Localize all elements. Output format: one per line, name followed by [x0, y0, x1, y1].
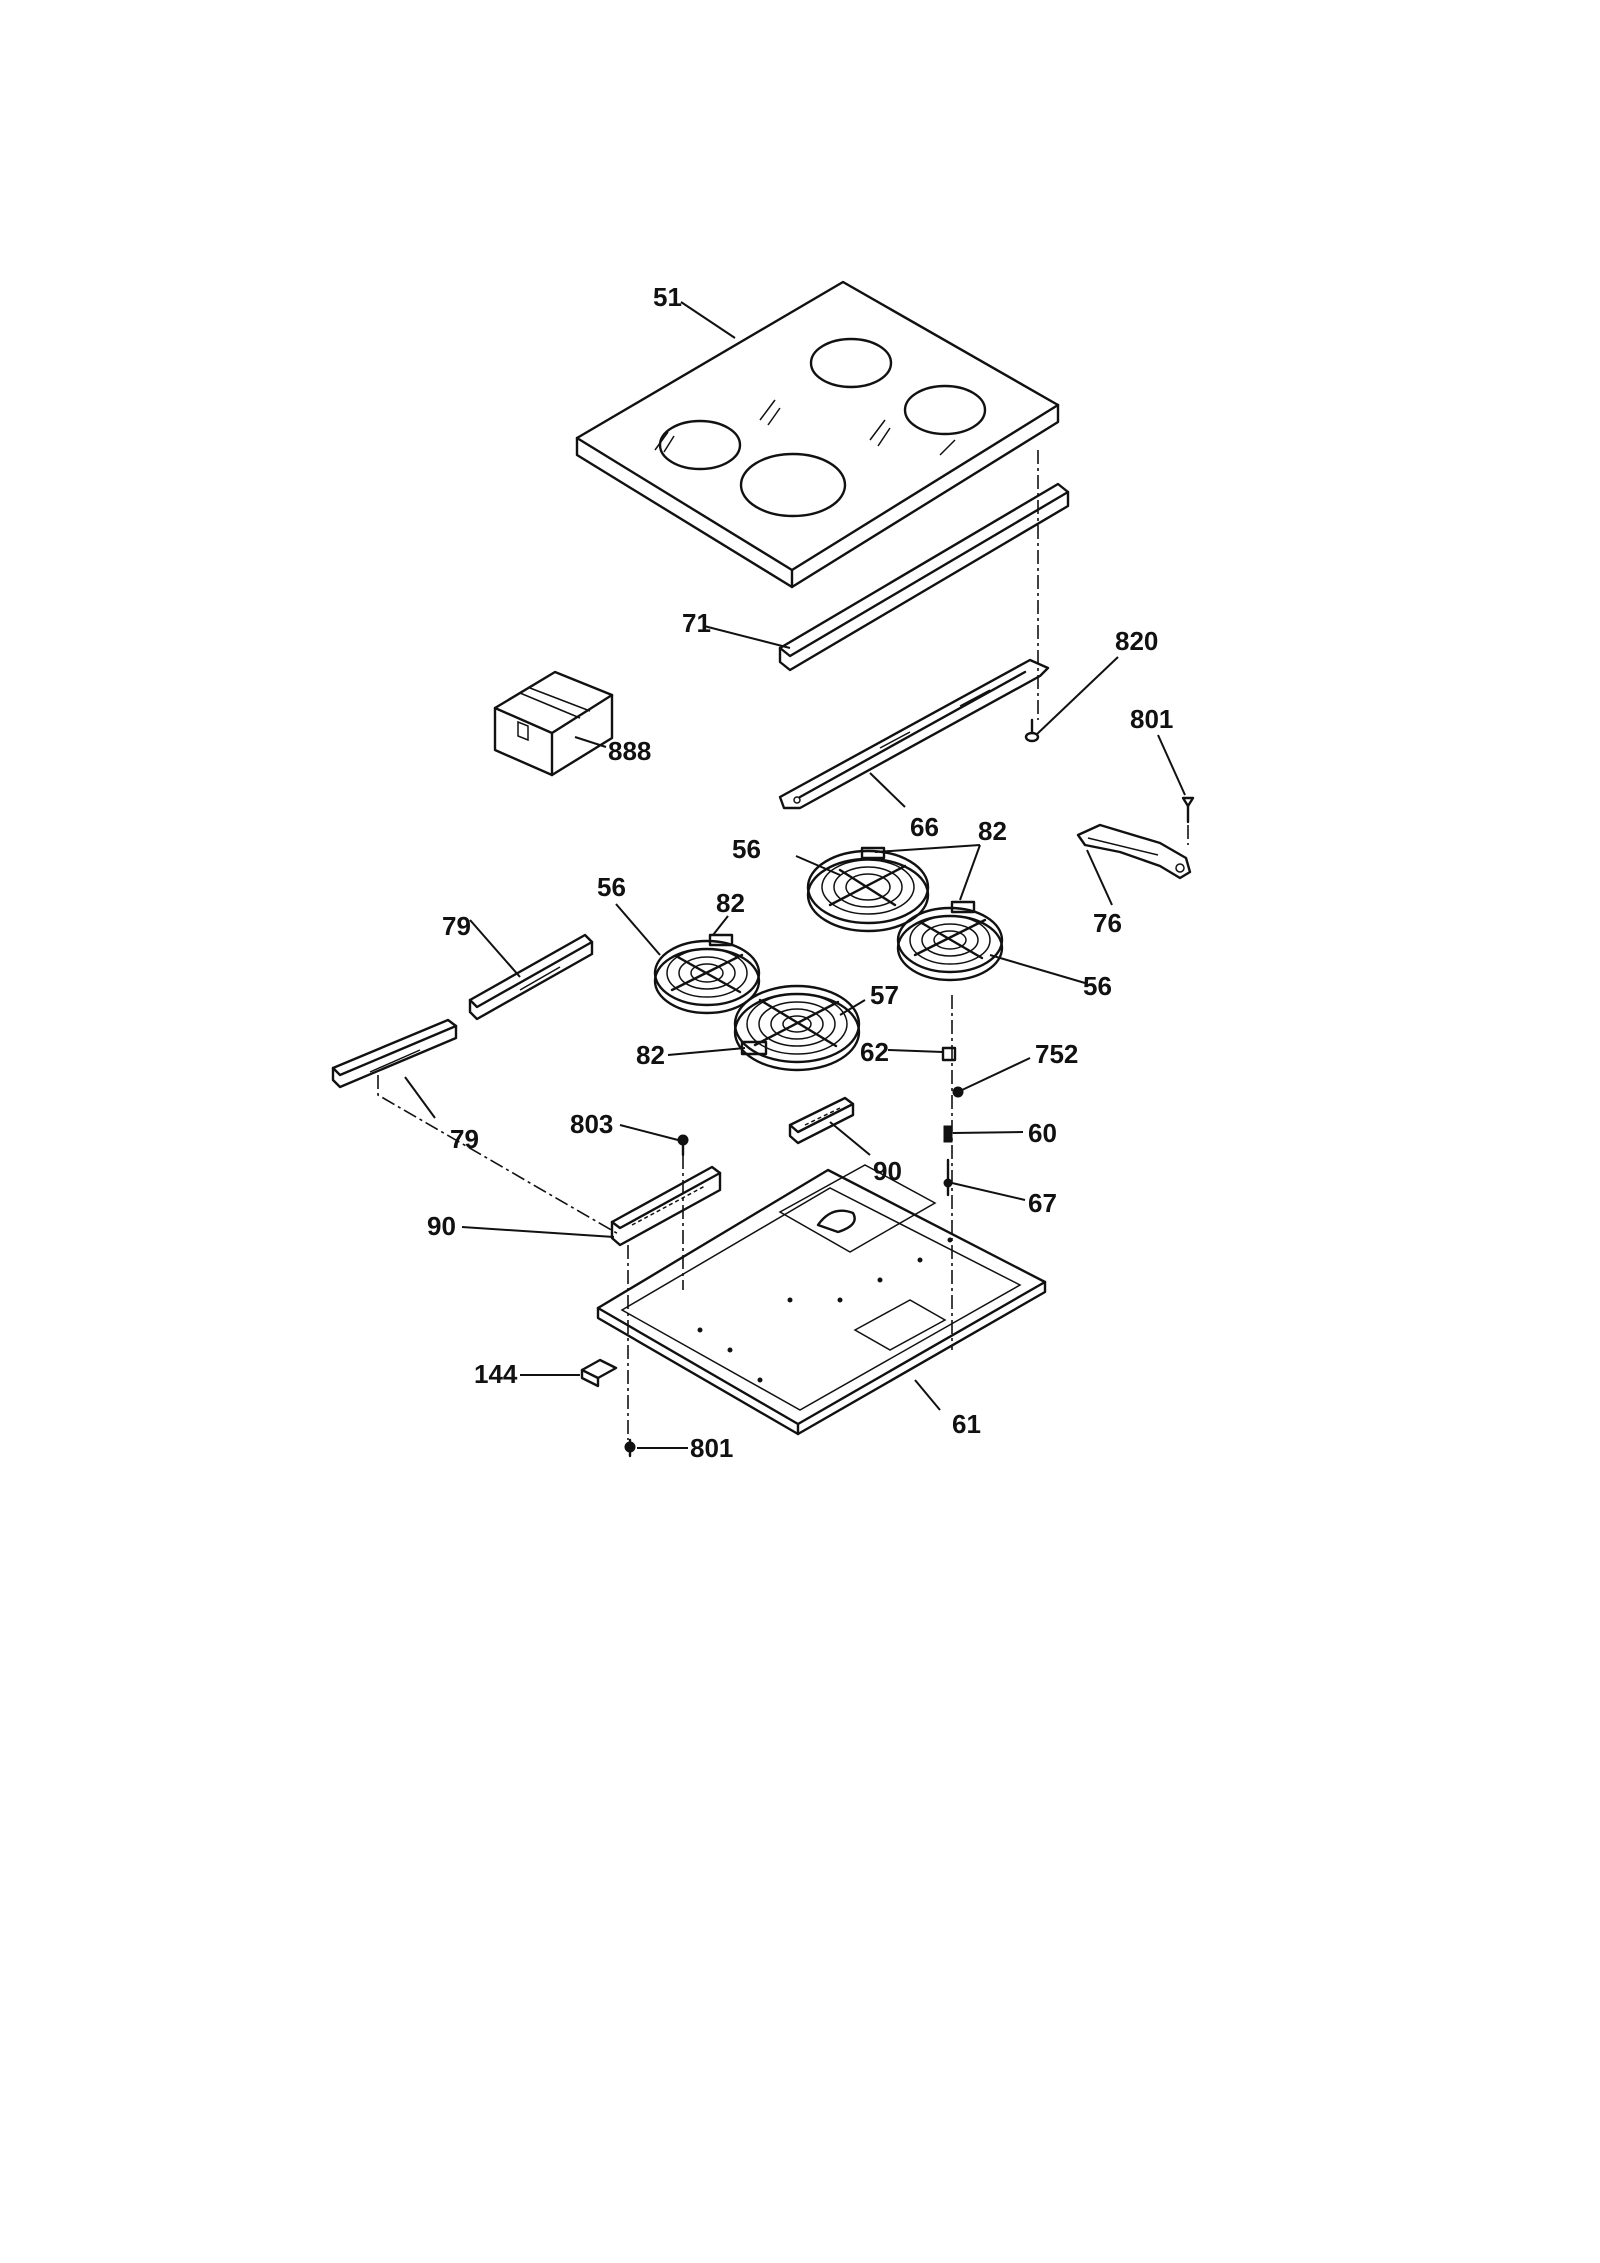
small-parts-stack: [941, 1046, 964, 1197]
leader-lines: [404, 301, 1186, 1449]
callout-79-lower: 79: [450, 1124, 479, 1154]
trim-piece-part: [331, 1018, 458, 1089]
callout-56-top: 56: [732, 834, 761, 864]
trim-strip-part: [778, 482, 1070, 672]
screw-part: [1181, 796, 1195, 824]
callout-60: 60: [1028, 1118, 1057, 1148]
callout-56-right: 56: [1083, 971, 1112, 1001]
callout-803: 803: [570, 1109, 613, 1139]
callout-82-left-top: 82: [716, 888, 745, 918]
bracket-part: [610, 1165, 722, 1247]
callout-82-left-bottom: 82: [636, 1040, 665, 1070]
callout-82-top: 82: [978, 816, 1007, 846]
callout-90-right: 90: [873, 1156, 902, 1186]
callout-79-upper: 79: [442, 911, 471, 941]
rear-bracket-part: [778, 658, 1050, 810]
callout-57: 57: [870, 980, 899, 1010]
callout-888: 888: [608, 736, 651, 766]
callout-76: 76: [1093, 908, 1122, 938]
screw-part: [1024, 718, 1040, 743]
callout-67: 67: [1028, 1188, 1057, 1218]
callout-56-left: 56: [597, 872, 626, 902]
callout-labels: 51 71 820 888 801 66 56 82 76 79 56 82 5…: [427, 282, 1173, 1463]
cooktop-glass-part: [575, 280, 1060, 589]
box-part: [493, 670, 614, 777]
alignment-lines: [377, 450, 1189, 1440]
callout-66: 66: [910, 812, 939, 842]
base-pan-part: [596, 1164, 1047, 1436]
side-bracket-part: [1076, 823, 1192, 880]
callout-752: 752: [1035, 1039, 1078, 1069]
surface-element-part: [896, 900, 1004, 982]
surface-element-part: [806, 846, 930, 933]
large-surface-element-part: [733, 984, 861, 1072]
bracket-part: [788, 1096, 855, 1145]
callout-801-top: 801: [1130, 704, 1173, 734]
callout-90-left: 90: [427, 1211, 456, 1241]
callout-62: 62: [860, 1037, 889, 1067]
screw-part: [624, 1438, 636, 1458]
callout-71: 71: [682, 608, 711, 638]
screw-part: [677, 1134, 689, 1157]
callout-51: 51: [653, 282, 682, 312]
trim-piece-part: [468, 933, 594, 1021]
clip-part: [580, 1358, 618, 1388]
callout-144: 144: [474, 1359, 518, 1389]
surface-element-part: [653, 933, 761, 1015]
callout-801-bottom: 801: [690, 1433, 733, 1463]
callout-61: 61: [952, 1409, 981, 1439]
callout-820: 820: [1115, 626, 1158, 656]
